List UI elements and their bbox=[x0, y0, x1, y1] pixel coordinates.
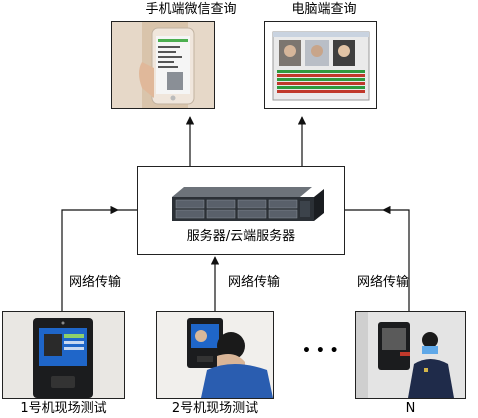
phone-photo bbox=[112, 22, 214, 108]
site1-label: 1号机现场测试 bbox=[20, 401, 107, 416]
arrow-site1-to-server bbox=[61, 205, 119, 311]
rack-server-icon bbox=[172, 187, 324, 221]
edge-label-right: 网络传输 bbox=[357, 275, 410, 290]
phone-query-node bbox=[111, 21, 215, 109]
server-label: 服务器/云端服务器 bbox=[186, 229, 296, 244]
site2-node bbox=[156, 311, 274, 399]
kiosk-device-photo bbox=[3, 312, 124, 398]
server-node: 服务器/云端服务器 bbox=[137, 166, 345, 255]
pc-query-label: 电脑端查询 bbox=[291, 2, 357, 17]
arrow-siteN-to-server bbox=[382, 205, 410, 311]
siteN-node bbox=[355, 311, 466, 399]
siteN-label: N bbox=[405, 401, 416, 416]
pc-query-node bbox=[264, 21, 377, 109]
site2-label: 2号机现场测试 bbox=[171, 401, 259, 416]
site1-node bbox=[2, 311, 125, 399]
edge-label-left: 网络传输 bbox=[69, 275, 122, 290]
more-sites-ellipsis: • • • bbox=[302, 343, 339, 359]
pc-monitor-screenshot bbox=[265, 22, 376, 108]
phone-query-label: 手机端微信查询 bbox=[145, 2, 237, 17]
kiosk-test-photo-2 bbox=[157, 312, 273, 398]
kiosk-test-photo-n bbox=[356, 312, 465, 398]
edge-label-middle: 网络传输 bbox=[228, 275, 281, 290]
